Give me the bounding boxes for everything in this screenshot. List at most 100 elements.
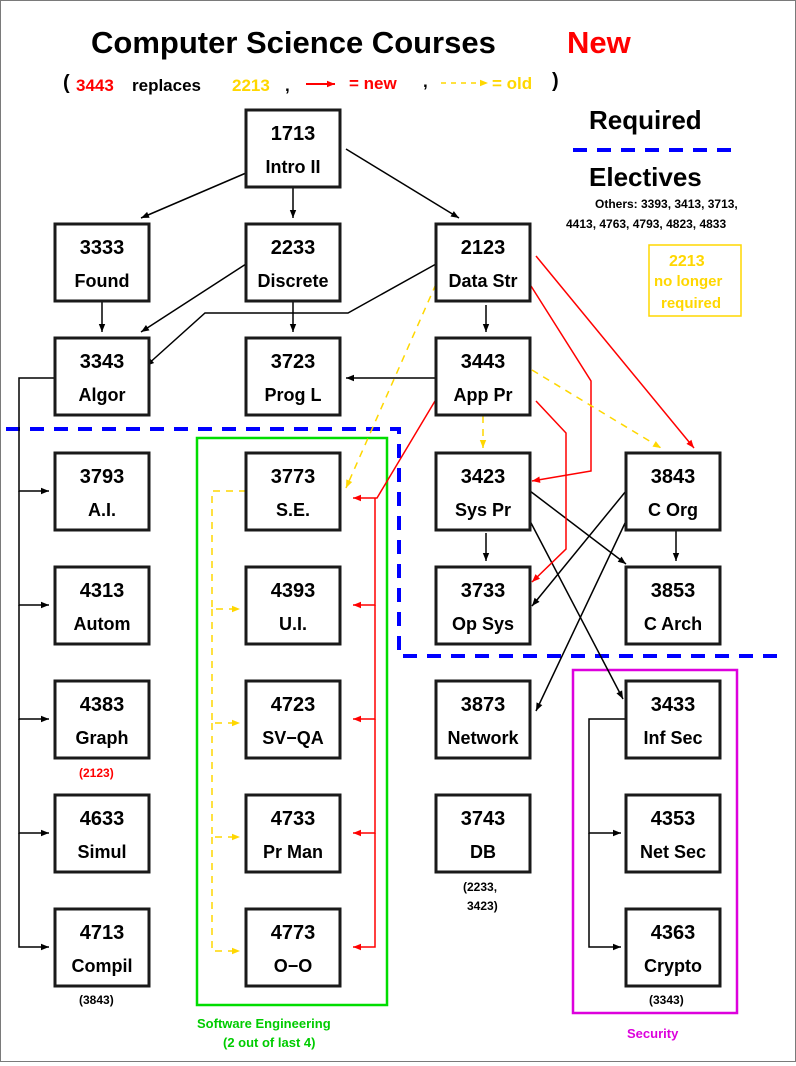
legend-old-label: = old (492, 74, 532, 93)
course-box-frame (244, 451, 342, 532)
edge-3843-to-3733-solid (531, 490, 627, 607)
course-name: Autom (74, 614, 131, 634)
software-engineering-group-frame (195, 436, 389, 1007)
course-number: 4723 (271, 694, 316, 716)
course-box-frame (244, 679, 342, 760)
course-box-frame (434, 793, 532, 874)
course-box-4733: 4733 Pr Man (244, 793, 342, 874)
course-number: 3793 (80, 466, 125, 488)
course-name: Compil (72, 956, 133, 976)
edge-2123-to-3343-solid (145, 263, 437, 367)
course-box-frame (434, 336, 532, 417)
course-number: 3433 (651, 694, 696, 716)
edge-3843-to-3873-solid (535, 520, 627, 712)
security-group-frame (571, 668, 739, 1015)
course-box-frame (434, 222, 532, 303)
crypto-prereq-note: (3343) (649, 993, 684, 1007)
course-number: 4383 (80, 694, 125, 716)
course-name: Network (447, 728, 519, 748)
graph-prereq-note: (2123) (79, 766, 114, 780)
course-number: 4353 (651, 808, 696, 830)
edge-3443-to-4733-new (353, 719, 376, 837)
legend-comma-2: , (423, 72, 428, 91)
other-electives-line-2: 4413, 4763, 4793, 4823, 4833 (566, 217, 726, 231)
edge-1713-to-2123-solid (345, 148, 460, 219)
course-number: 3733 (461, 580, 506, 602)
edge-3773-to-4393-old (211, 490, 246, 613)
course-box-frame (53, 793, 151, 874)
course-box-frame (53, 336, 151, 417)
course-number: 2123 (461, 237, 506, 259)
edge-3443-to-3843-old (531, 369, 662, 449)
edge-2123-to-3773-old (345, 283, 437, 489)
course-number: 4393 (271, 580, 316, 602)
edge-3343-to-4713-solid (18, 833, 49, 951)
course-name: Net Sec (640, 842, 706, 862)
edge-3433-to-4353-solid (588, 718, 626, 837)
course-name: C Org (648, 500, 698, 520)
course-name: Prog L (265, 385, 322, 405)
course-box-frame (624, 451, 722, 532)
edge-3423-to-3853-solid (529, 490, 627, 565)
course-number: 3443 (461, 351, 506, 373)
course-name: Op Sys (452, 614, 514, 634)
legend-old-course: 2213 (232, 76, 270, 95)
edge-3423-to-3433-solid (529, 520, 624, 700)
course-box-frame (434, 679, 532, 760)
course-number: 3343 (80, 351, 125, 373)
removed-course-number: 2213 (669, 253, 705, 270)
required-boundary-line (6, 427, 781, 658)
removed-course-line-2: required (661, 295, 721, 312)
course-box-frame (434, 451, 532, 532)
legend-replaces: replaces (132, 76, 201, 95)
course-number: 4733 (271, 808, 316, 830)
course-number: 3773 (271, 466, 316, 488)
course-box-frame (624, 679, 722, 760)
course-name: A.I. (88, 500, 116, 520)
course-name: Pr Man (263, 842, 323, 862)
course-box-frame (244, 108, 342, 189)
page-title: Computer Science Courses (91, 25, 496, 60)
course-box-frame (53, 679, 151, 760)
edge-3443-to-4393-new (353, 498, 376, 609)
course-name: Algor (79, 385, 126, 405)
compil-prereq-note: (3843) (79, 993, 114, 1007)
course-number: 4633 (80, 808, 125, 830)
course-box-frame (244, 793, 342, 874)
course-name: Simul (77, 842, 126, 862)
course-number: 4363 (651, 922, 696, 944)
edge-3343-to-4313-solid (18, 491, 49, 609)
course-name: Graph (75, 728, 128, 748)
course-number: 3873 (461, 694, 506, 716)
legend-new-label: = new (349, 74, 397, 93)
course-number: 2233 (271, 237, 316, 259)
course-box-frame (624, 565, 722, 646)
legend-new-course: 3443 (76, 76, 114, 95)
edge-3443-to-3733-new (531, 400, 567, 583)
course-box-frame (434, 565, 532, 646)
course-name: C Arch (644, 614, 702, 634)
course-number: 4713 (80, 922, 125, 944)
electives-heading: Electives (589, 162, 702, 192)
course-name: DB (470, 842, 496, 862)
edge-3443-to-3773-new (353, 400, 436, 502)
software-engineering-group-sublabel: (2 out of last 4) (223, 1035, 315, 1050)
legend-close-paren: ) (552, 70, 559, 92)
edge-3773-to-4733-old (211, 723, 240, 841)
